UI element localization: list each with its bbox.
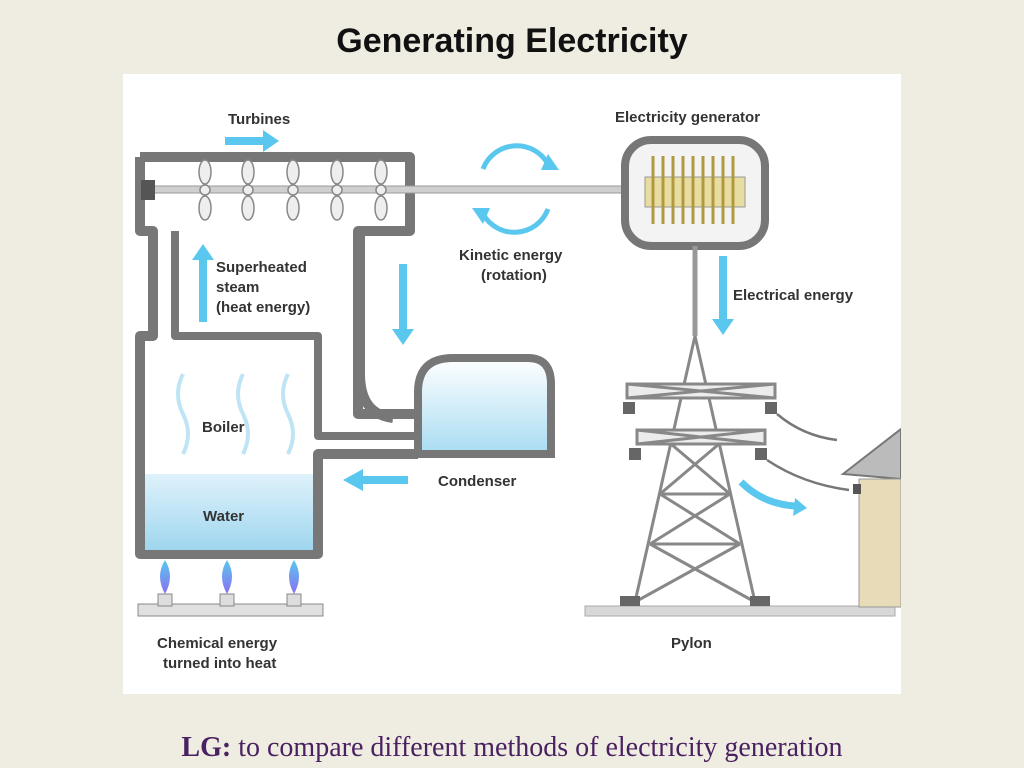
burners [137, 560, 324, 617]
learning-goal-prefix: LG: [181, 732, 232, 763]
label-steam-1: Superheated [216, 259, 307, 276]
label-boiler: Boiler [202, 419, 245, 436]
turbines-arrow [225, 130, 279, 152]
flow-arrows [192, 130, 807, 516]
boiler-housing [135, 152, 418, 559]
label-chemical-1: Chemical energy [157, 635, 278, 652]
label-turbines: Turbines [228, 111, 290, 128]
learning-goal-text: to compare different methods of electric… [231, 732, 843, 763]
pylon-tower [625, 335, 777, 604]
label-generator: Electricity generator [615, 109, 760, 126]
boiler-water [145, 474, 313, 550]
pylon-flow-arrow [738, 479, 796, 510]
turbine-blades [198, 159, 388, 221]
label-kinetic-2: (rotation) [481, 267, 547, 284]
down-to-condenser-arrow [392, 264, 414, 345]
house [840, 427, 901, 608]
label-steam-2: steam [216, 279, 259, 296]
ground [584, 605, 896, 617]
turbine-shaft [142, 185, 644, 194]
diagram-labels: Turbines Electricity generator Kinetic e… [157, 109, 854, 672]
label-electrical: Electrical energy [733, 287, 854, 304]
electrical-down-arrow [712, 256, 734, 335]
condenser-return-arrow [343, 469, 408, 491]
learning-goal: LG: to compare different methods of elec… [0, 732, 1024, 764]
label-condenser: Condenser [438, 473, 517, 490]
rotation-arrows [480, 143, 551, 235]
steam-up-arrow [192, 244, 214, 322]
label-kinetic-1: Kinetic energy [459, 247, 563, 264]
power-plant-diagram: Turbines Electricity generator Kinetic e… [135, 109, 901, 672]
label-water: Water [203, 508, 244, 525]
electricity-generator [621, 136, 769, 250]
diagram-panel: Turbines Electricity generator Kinetic e… [123, 74, 901, 694]
slide-title: Generating Electricity [336, 22, 688, 60]
label-chemical-2: turned into heat [163, 655, 276, 672]
boiler-steam-wisps [176, 373, 295, 455]
label-pylon: Pylon [671, 635, 712, 652]
power-lines [766, 413, 850, 492]
condenser-tank [414, 354, 555, 458]
label-steam-3: (heat energy) [216, 299, 310, 316]
